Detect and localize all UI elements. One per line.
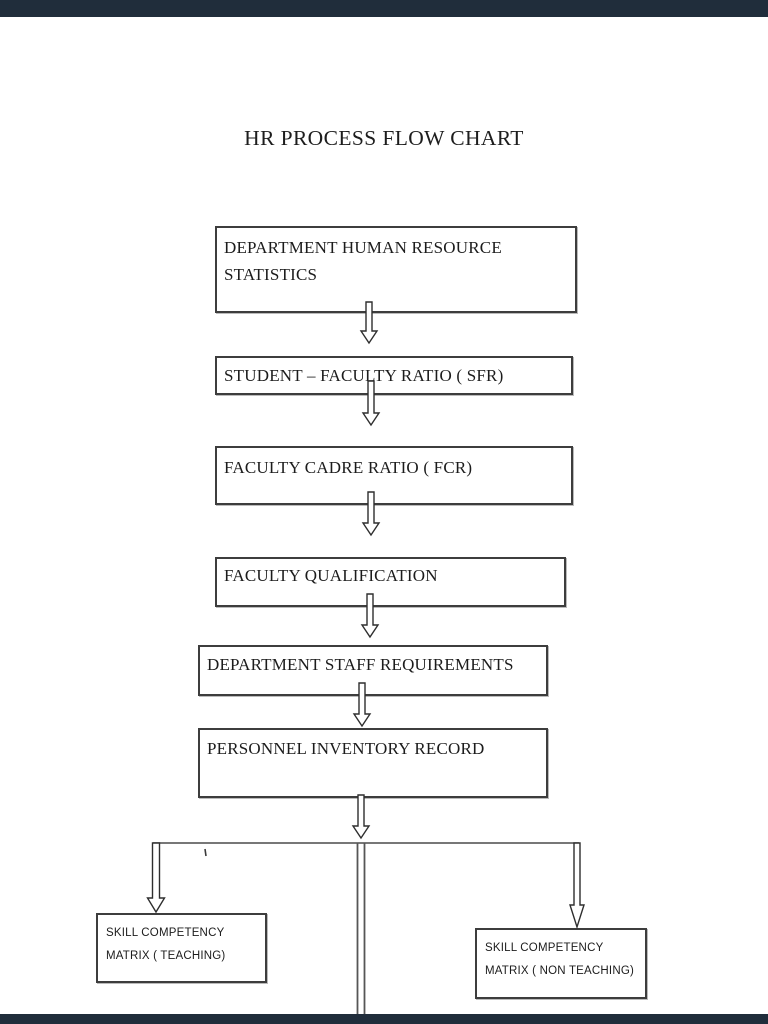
flow-node-personnel-inventory-record: PERSONNEL INVENTORY RECORD	[198, 728, 548, 798]
flow-node-student-faculty-ratio: STUDENT – FACULTY RATIO ( SFR)	[215, 356, 573, 395]
flow-node-label: DEPARTMENT HUMAN RESOURCE STATISTICS	[224, 238, 502, 284]
flow-node-label: DEPARTMENT STAFF REQUIREMENTS	[207, 655, 514, 674]
flow-node-label: SKILL COMPETENCY MATRIX ( NON TEACHING)	[485, 942, 635, 977]
flow-node-label: FACULTY QUALIFICATION	[224, 566, 438, 585]
viewer-top-bar	[0, 0, 768, 17]
flow-node-department-staff-requirements: DEPARTMENT STAFF REQUIREMENTS	[198, 645, 548, 696]
flow-node-faculty-qualification: FACULTY QUALIFICATION	[215, 557, 566, 607]
flow-node-skill-competency-matrix-non-teaching: SKILL COMPETENCY MATRIX ( NON TEACHING)	[475, 928, 647, 999]
flow-node-label: STUDENT – FACULTY RATIO ( SFR)	[224, 366, 504, 385]
flow-node-label: FACULTY CADRE RATIO ( FCR)	[224, 458, 473, 477]
viewer-bottom-bar	[0, 1014, 768, 1024]
flow-node-label: SKILL COMPETENCY MATRIX ( TEACHING)	[106, 927, 226, 962]
flow-node-label: PERSONNEL INVENTORY RECORD	[207, 739, 485, 758]
flow-node-skill-competency-matrix-teaching: SKILL COMPETENCY MATRIX ( TEACHING)	[96, 913, 267, 983]
page-title: HR PROCESS FLOW CHART	[244, 126, 524, 150]
arrow-down-icon	[351, 794, 371, 840]
arrow-down-icon	[569, 842, 585, 930]
stray-tick-mark	[204, 848, 207, 857]
flow-node-faculty-cadre-ratio: FACULTY CADRE RATIO ( FCR)	[215, 446, 573, 505]
arrow-down-icon	[146, 842, 166, 914]
flow-node-department-human-resource-statistics: DEPARTMENT HUMAN RESOURCE STATISTICS	[215, 226, 577, 313]
